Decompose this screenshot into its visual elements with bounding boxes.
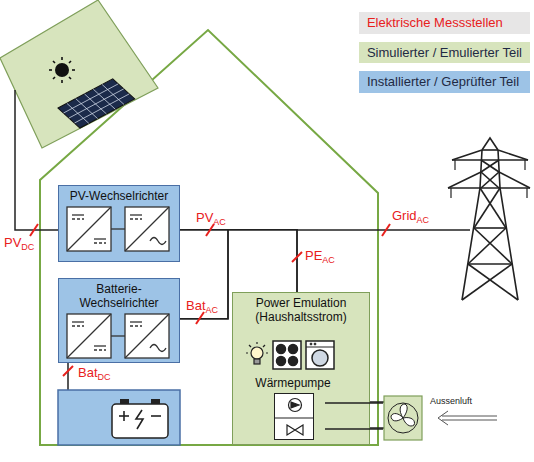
house-outline — [40, 30, 378, 445]
box-title: PV-Wechselrichter — [59, 186, 179, 203]
heat-pump-symbols — [275, 394, 313, 439]
power-wire — [180, 230, 228, 319]
legend-text: Simulierter / Emulierter Teil — [367, 45, 522, 61]
power-wire — [180, 230, 297, 292]
box-title: Batterie- Wechselrichter — [59, 279, 179, 311]
node-symbols — [59, 314, 181, 398]
battery — [58, 390, 180, 445]
legend-entry: Elektrische Messstellen — [359, 12, 530, 34]
air-label: Aussenluft — [430, 396, 472, 406]
box-title: Power Emulation (Haushaltsstrom) — [233, 293, 369, 325]
legend-entry: Installierter / Geprüfter Teil — [359, 71, 530, 93]
transmission-tower — [448, 138, 530, 300]
legend: Elektrische MessstellenSimulierter / Emu… — [359, 12, 530, 101]
measuring-point-label: Bat — [186, 299, 206, 314]
measuring-point-label: PV — [4, 236, 21, 251]
measuring-point-label: Grid — [392, 209, 417, 224]
measuring-point-label: Bat — [78, 366, 98, 381]
measuring-point-subscript: AC — [206, 305, 219, 315]
outdoor-unit — [384, 396, 422, 440]
air-arrow — [438, 411, 497, 425]
inverter-box: PV-Wechselrichter — [58, 185, 180, 262]
legend-text: Elektrische Messstellen — [367, 15, 522, 31]
measuring-point-subscript: AC — [417, 215, 430, 225]
emulation-box: Power Emulation (Haushaltsstrom) Wärmepum… — [232, 292, 370, 445]
measuring-point-subscript: DC — [98, 372, 111, 382]
measuring-point-subscript: AC — [213, 217, 226, 227]
measuring-point-label: PE — [305, 249, 322, 264]
node-symbols — [59, 207, 181, 284]
unit-heading: Wärmepumpe — [246, 376, 340, 390]
measuring-point-subscript: DC — [21, 242, 34, 252]
solar-panel — [0, 0, 158, 148]
inverter-box: Batterie- Wechselrichter — [58, 278, 180, 363]
measuring-point-subscript: AC — [322, 255, 335, 265]
heat-pump-unit — [274, 393, 314, 440]
measuring-point-label: PV — [196, 211, 213, 226]
heat-pump: Wärmepumpe — [245, 375, 341, 441]
legend-entry: Simulierter / Emulierter Teil — [359, 42, 530, 64]
legend-text: Installierter / Geprüfter Teil — [367, 74, 522, 90]
